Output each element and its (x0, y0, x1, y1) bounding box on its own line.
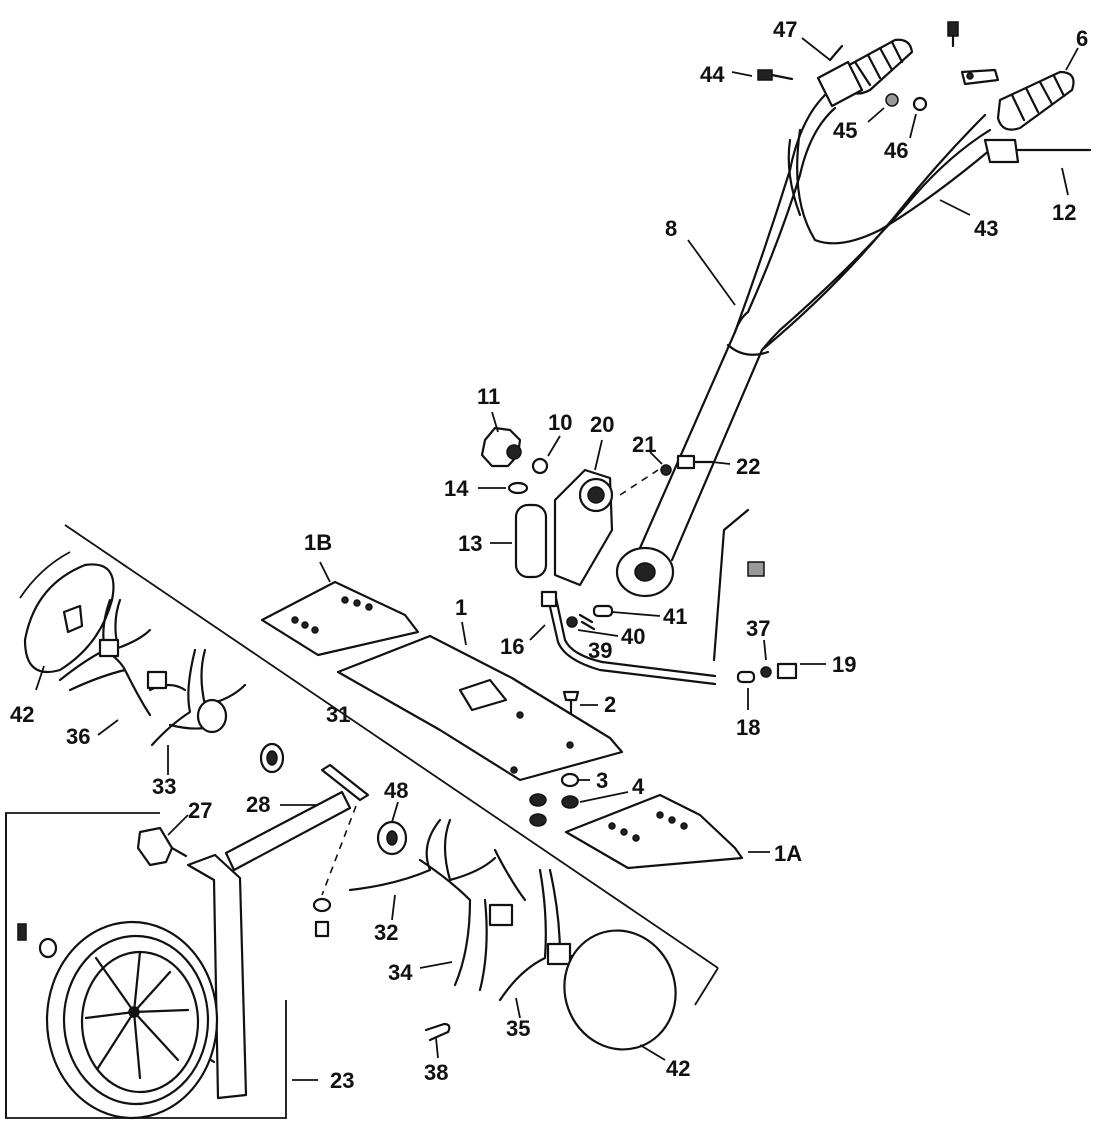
handle-bar (638, 93, 992, 562)
callout-21: 21 (632, 432, 656, 457)
nuts-3-4 (529, 772, 580, 827)
hairpin-clip (424, 1022, 451, 1042)
callout-43: 43 (974, 216, 998, 241)
callout-40: 40 (621, 624, 645, 649)
callout-37: 37 (746, 616, 770, 641)
callout-3: 3 (596, 768, 608, 793)
drag-bar-bracket (224, 763, 370, 872)
callout-16: 16 (500, 634, 524, 659)
assembly-line-28 (321, 805, 357, 896)
clip-bracket (947, 21, 1000, 86)
wheel (45, 920, 219, 1120)
knob-27 (136, 826, 188, 867)
callout-10: 10 (548, 410, 572, 435)
callout-48: 48 (384, 778, 408, 803)
callout-14: 14 (444, 476, 469, 501)
callout-44: 44 (700, 62, 725, 87)
callout-42-left: 42 (10, 702, 34, 727)
bolt-washer-wheel (17, 923, 58, 959)
nut-45-46 (885, 93, 928, 112)
tine-32 (348, 818, 497, 892)
leader-lines (35, 37, 1079, 1081)
callout-36: 36 (66, 724, 90, 749)
callout-34: 34 (388, 960, 413, 985)
throttle-cable (983, 138, 1092, 164)
shield-1b (260, 580, 420, 657)
callout-20: 20 (590, 412, 614, 437)
shield-1a (564, 793, 744, 870)
bolt-2 (562, 690, 580, 716)
spring-40 (578, 613, 596, 631)
callout-23: 23 (330, 1068, 354, 1093)
callout-1a: 1A (774, 841, 802, 866)
control-lever (816, 44, 864, 108)
callout-19: 19 (832, 652, 856, 677)
callout-33: 33 (152, 774, 176, 799)
callout-1b: 1B (304, 530, 332, 555)
adjuster-bracket (553, 468, 614, 587)
callout-1: 1 (455, 595, 467, 620)
callout-18: 18 (736, 715, 760, 740)
callout-35: 35 (506, 1016, 530, 1041)
callout-11: 11 (477, 384, 500, 409)
callout-39: 39 (588, 638, 612, 663)
tube-collar (615, 546, 675, 598)
nut-small (747, 561, 765, 577)
callout-12: 12 (1052, 200, 1076, 225)
wheel-assembly-box (5, 812, 287, 1119)
callout-45: 45 (833, 118, 857, 143)
screw-44 (757, 69, 794, 81)
callout-42-right: 42 (666, 1056, 690, 1081)
tine-35 (493, 848, 612, 1002)
nut-21 (660, 464, 672, 476)
callout-47: 47 (773, 17, 797, 42)
adjuster-knob (480, 426, 522, 468)
callout-46: 46 (884, 138, 908, 163)
callout-32: 32 (374, 920, 398, 945)
callout-27: 27 (188, 798, 212, 823)
callout-4: 4 (632, 774, 645, 799)
washer-39 (566, 616, 578, 628)
callout-6: 6 (1076, 26, 1088, 51)
callout-31: 31 (326, 702, 350, 727)
tine-36 (58, 598, 152, 717)
axis-bracket-right (694, 967, 719, 1006)
callout-38: 38 (424, 1060, 448, 1085)
pin-41 (592, 604, 614, 618)
callout-28: 28 (246, 792, 270, 817)
callout-2: 2 (604, 692, 616, 717)
bolt-22 (676, 454, 714, 470)
washer-10 (531, 457, 549, 475)
o-ring-14 (507, 481, 529, 495)
side-plate-left (23, 563, 115, 674)
pin-18-bolt-19 (736, 662, 798, 684)
tine-33 (146, 648, 247, 747)
assembly-line-22 (619, 469, 659, 496)
shield-1 (336, 634, 624, 782)
callout-8: 8 (665, 216, 677, 241)
callout-labels: 47 44 45 46 6 12 43 8 11 10 20 21 22 14 … (10, 17, 1088, 1093)
rod-bent (712, 508, 750, 662)
bolt-nut-lower (312, 897, 332, 938)
callout-22: 22 (736, 454, 760, 479)
axis-bracket-left (19, 551, 71, 599)
right-grip (996, 70, 1075, 131)
callout-13: 13 (458, 531, 482, 556)
depth-sleeve (514, 503, 548, 579)
callout-41: 41 (663, 604, 687, 629)
depth-stake (540, 590, 717, 686)
tine-axis-line (64, 524, 719, 969)
side-plate-right (563, 929, 677, 1051)
tine-34 (418, 858, 514, 992)
